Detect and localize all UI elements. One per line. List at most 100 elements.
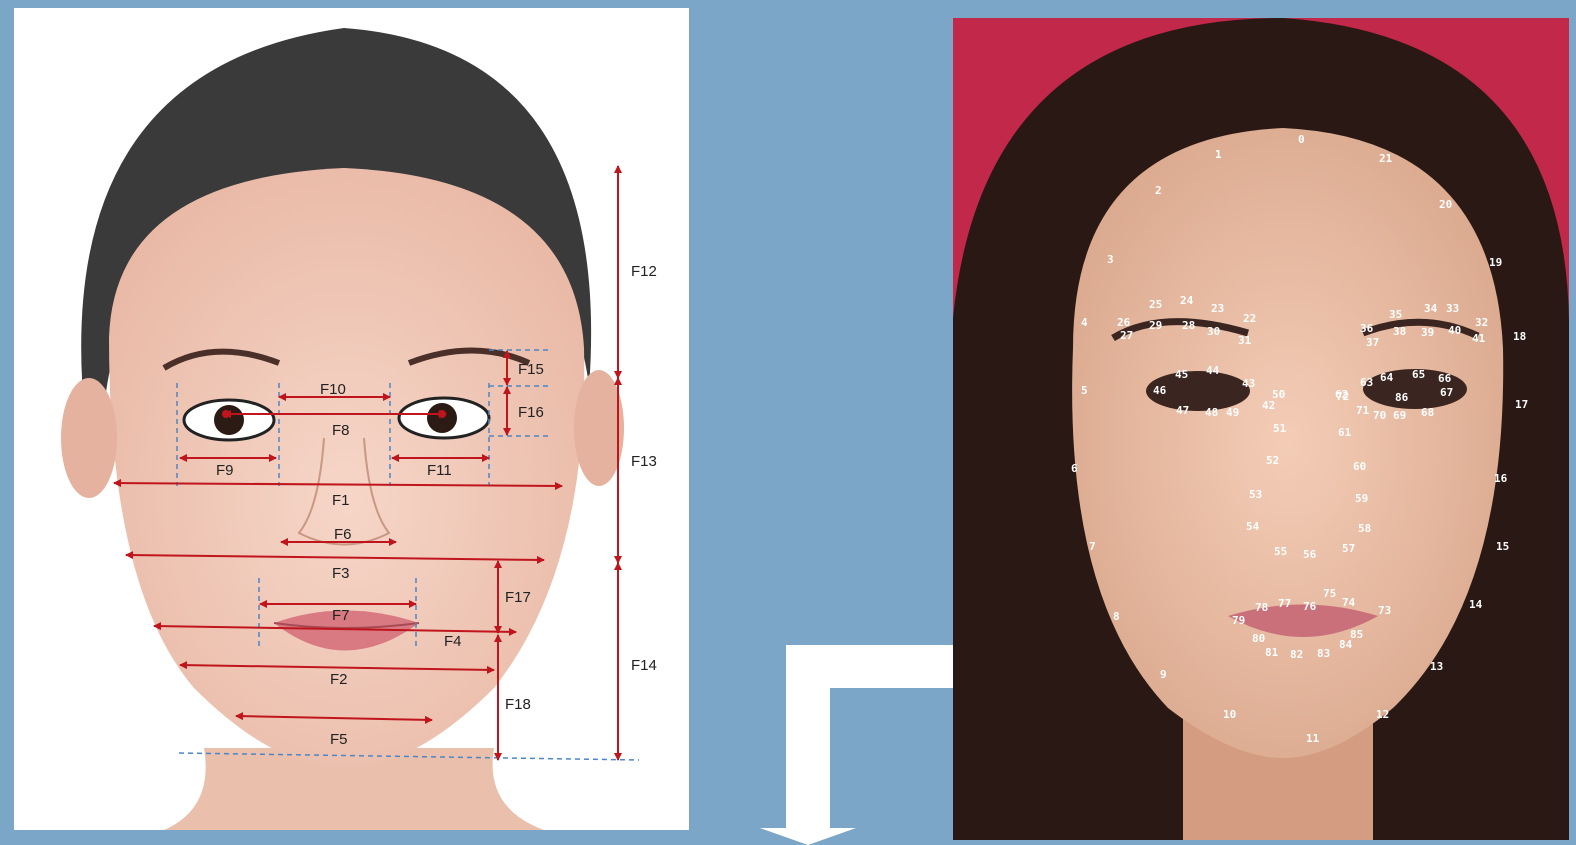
landmark-83: 83: [1317, 647, 1330, 660]
label-f9: F9: [216, 462, 234, 479]
face-measurement-diagram: F1 F2 F3 F4 F5 F6 F7 F8 F9 F10 F11 F12 F…: [14, 8, 689, 830]
label-f13: F13: [631, 453, 657, 470]
label-f10: F10: [320, 381, 346, 398]
landmark-22: 22: [1243, 312, 1256, 325]
landmark-13: 13: [1430, 660, 1443, 673]
landmark-53: 53: [1249, 488, 1262, 501]
landmark-19: 19: [1489, 256, 1502, 269]
label-f18: F18: [505, 696, 531, 713]
right-ear-shape: [574, 370, 624, 486]
label-f5: F5: [330, 731, 348, 748]
landmark-55: 55: [1274, 545, 1287, 558]
label-f1: F1: [332, 492, 350, 509]
landmark-75: 75: [1323, 587, 1336, 600]
face-landmark-svg: 0123456789101112131415161718192021222324…: [953, 18, 1569, 840]
landmark-86: 86: [1395, 391, 1409, 404]
landmark-79: 79: [1232, 614, 1245, 627]
landmark-10: 10: [1223, 708, 1236, 721]
landmark-0: 0: [1298, 133, 1305, 146]
landmark-63: 63: [1360, 376, 1373, 389]
landmark-12: 12: [1376, 708, 1389, 721]
landmark-25: 25: [1149, 298, 1162, 311]
landmark-17: 17: [1515, 398, 1528, 411]
label-f6: F6: [334, 526, 352, 543]
landmark-28: 28: [1182, 319, 1195, 332]
landmark-27: 27: [1120, 329, 1133, 342]
landmark-47: 47: [1176, 404, 1189, 417]
landmark-70: 70: [1373, 409, 1386, 422]
landmark-52: 52: [1266, 454, 1279, 467]
landmark-8: 8: [1113, 610, 1120, 623]
landmark-69: 69: [1393, 409, 1406, 422]
landmark-33: 33: [1446, 302, 1459, 315]
label-f17: F17: [505, 589, 531, 606]
landmark-29: 29: [1149, 319, 1162, 332]
landmark-3: 3: [1107, 253, 1114, 266]
landmark-7: 7: [1089, 540, 1096, 553]
landmark-4: 4: [1081, 316, 1088, 329]
landmark-49: 49: [1226, 406, 1239, 419]
landmark-56: 56: [1303, 548, 1317, 561]
landmark-11: 11: [1306, 732, 1320, 745]
label-f7: F7: [332, 607, 350, 624]
landmark-34: 34: [1424, 302, 1438, 315]
landmark-67: 67: [1440, 386, 1453, 399]
landmark-65: 65: [1412, 368, 1425, 381]
landmark-32: 32: [1475, 316, 1488, 329]
landmark-77: 77: [1278, 597, 1291, 610]
landmark-23: 23: [1211, 302, 1224, 315]
landmark-80: 80: [1252, 632, 1265, 645]
landmark-51: 51: [1273, 422, 1287, 435]
landmark-30: 30: [1207, 325, 1220, 338]
landmark-24: 24: [1180, 294, 1194, 307]
landmark-78: 78: [1255, 601, 1268, 614]
landmark-9: 9: [1160, 668, 1167, 681]
landmark-74: 74: [1342, 596, 1356, 609]
label-f4: F4: [444, 633, 462, 650]
landmark-81: 81: [1265, 646, 1279, 659]
landmark-73: 73: [1378, 604, 1391, 617]
landmark-38: 38: [1393, 325, 1406, 338]
label-f14: F14: [631, 657, 657, 674]
landmark-26: 26: [1117, 316, 1131, 329]
landmark-71: 71: [1356, 404, 1370, 417]
landmark-72: 72: [1336, 390, 1349, 403]
landmark-68: 68: [1421, 406, 1434, 419]
landmark-61: 61: [1338, 426, 1352, 439]
label-f12: F12: [631, 263, 657, 280]
landmark-43: 43: [1242, 377, 1255, 390]
landmark-76: 76: [1303, 600, 1317, 613]
label-f11: F11: [427, 462, 452, 479]
landmark-5: 5: [1081, 384, 1088, 397]
landmark-66: 66: [1438, 372, 1452, 385]
landmark-16: 16: [1494, 472, 1508, 485]
landmark-35: 35: [1389, 308, 1402, 321]
label-f3: F3: [332, 565, 350, 582]
landmark-20: 20: [1439, 198, 1452, 211]
landmark-59: 59: [1355, 492, 1368, 505]
landmark-48: 48: [1205, 406, 1218, 419]
landmark-2: 2: [1155, 184, 1162, 197]
landmark-14: 14: [1469, 598, 1483, 611]
landmark-41: 41: [1472, 332, 1486, 345]
landmark-36: 36: [1360, 322, 1374, 335]
landmark-85: 85: [1350, 628, 1363, 641]
left-ear-shape: [61, 378, 117, 498]
label-f2: F2: [330, 671, 348, 688]
landmark-1: 1: [1215, 148, 1222, 161]
landmark-50: 50: [1272, 388, 1285, 401]
landmark-57: 57: [1342, 542, 1355, 555]
landmark-44: 44: [1206, 364, 1220, 377]
landmark-6: 6: [1071, 462, 1078, 475]
landmark-21: 21: [1379, 152, 1393, 165]
landmark-60: 60: [1353, 460, 1366, 473]
landmark-39: 39: [1421, 326, 1434, 339]
landmark-58: 58: [1358, 522, 1371, 535]
landmark-64: 64: [1380, 371, 1394, 384]
landmark-37: 37: [1366, 336, 1379, 349]
label-f15: F15: [518, 361, 544, 378]
label-f8: F8: [332, 422, 350, 439]
landmark-82: 82: [1290, 648, 1303, 661]
landmark-18: 18: [1513, 330, 1526, 343]
